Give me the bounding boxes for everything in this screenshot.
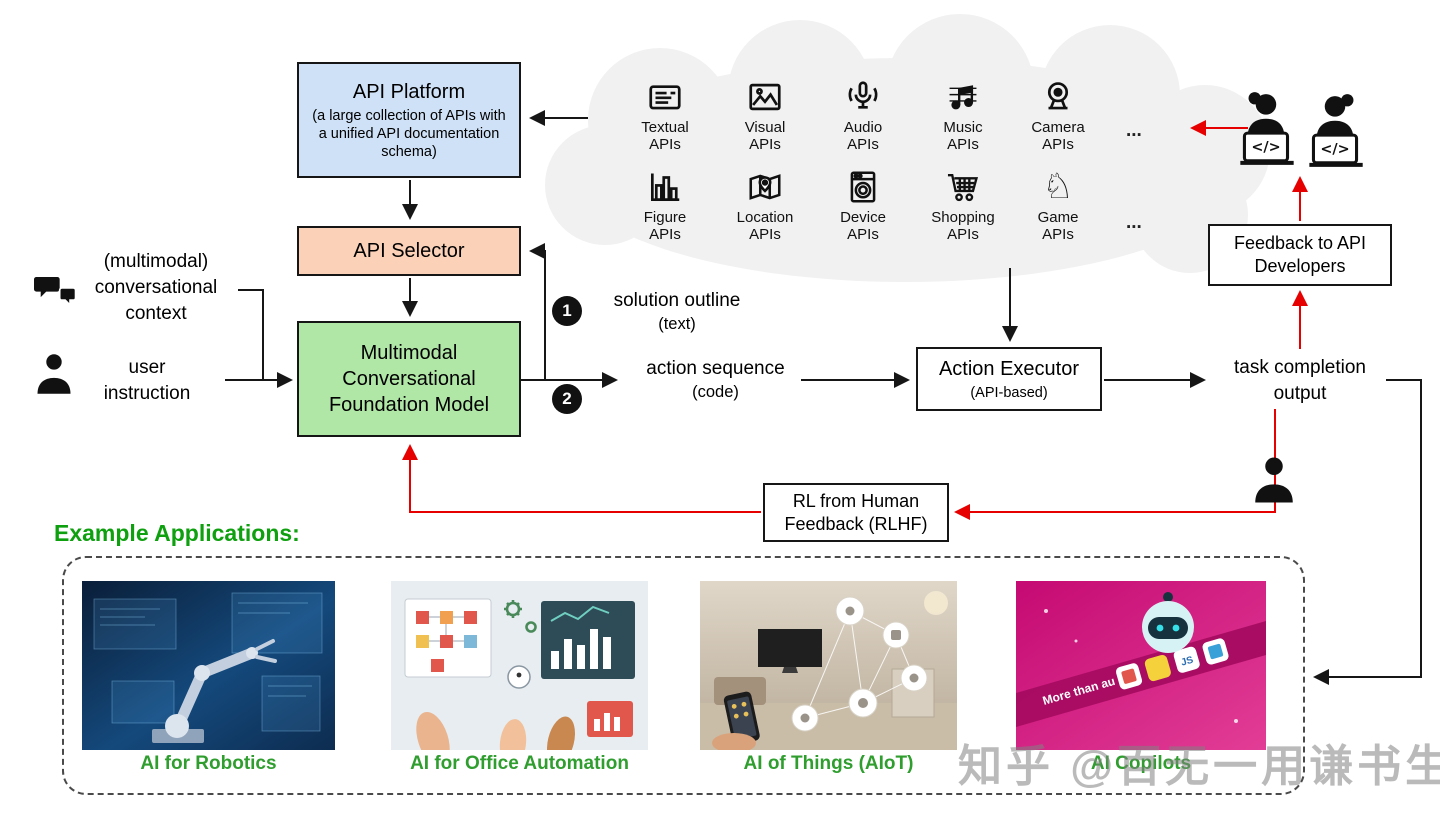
device-api-label: Device APIs: [840, 209, 886, 243]
textual-api-icon: [649, 85, 681, 110]
api-item-textual: Textual APIs: [625, 78, 705, 153]
step-1-badge: 1: [552, 296, 582, 326]
figure-api-label: Figure APIs: [643, 209, 687, 243]
visual-api-icon: [749, 83, 781, 111]
office-automation-image: [391, 581, 648, 750]
user-icon: [34, 352, 74, 401]
api-platform-title: API Platform: [352, 80, 466, 103]
camera-api-label: Camera APIs: [1031, 119, 1085, 153]
api-item-figure: Figure APIs: [625, 168, 705, 243]
copilot-chip-label: JS: [1180, 655, 1195, 669]
feedback-to-developers-box: Feedback to API Developers: [1208, 224, 1392, 286]
watermark-text: 知乎 @百无一用谦书生: [958, 742, 1440, 791]
api-item-visual: Visual APIs: [725, 78, 805, 153]
action-sequence-sub: (code): [692, 383, 739, 401]
human-feedback-user-icon: [1250, 455, 1298, 510]
textual-api-label: Textual APIs: [641, 119, 689, 153]
feedback-box-label: Feedback to API Developers: [1233, 233, 1367, 276]
game-api-label: Game APIs: [1037, 209, 1079, 243]
location-api-icon: [749, 174, 781, 200]
rlhf-box-label: RL from Human Feedback (RLHF): [784, 490, 928, 534]
aiot-image: [700, 581, 957, 750]
api-item-shopping: Shopping APIs: [923, 168, 1003, 243]
figure-api-icon: [650, 173, 680, 202]
svg-text:</>: </>: [1320, 142, 1349, 158]
api-platform-subtitle: (a large collection of APIs with a unifi…: [312, 107, 506, 160]
solution-outline-label: solution outline (text): [588, 289, 766, 335]
api-developer-icon: </>: [1306, 90, 1364, 175]
example-applications-heading: Example Applications:: [54, 520, 300, 546]
action-executor-label: Action Executor: [938, 357, 1080, 380]
solution-outline-text: solution outline: [613, 290, 741, 311]
api-selector-label: API Selector: [353, 240, 465, 262]
music-api-label: Music APIs: [943, 119, 983, 153]
api-selector-box: API Selector: [297, 226, 521, 276]
foundation-model-label: Multimodal Conversational Foundation Mod…: [328, 342, 490, 416]
action-executor-sub: (API-based): [970, 384, 1048, 401]
robotics-image: [82, 581, 335, 750]
action-sequence-text: action sequence: [646, 358, 785, 379]
example-applications-frame: [62, 556, 1305, 795]
office-automation-caption: AI for Office Automation: [410, 753, 629, 774]
api-item-game: ♘ Game APIs: [1018, 168, 1098, 243]
api-item-camera: Camera APIs: [1018, 78, 1098, 153]
speech-bubble-icon: [34, 274, 78, 313]
copilots-caption: AI Copilots: [1090, 753, 1192, 774]
shopping-api-icon: [947, 173, 979, 202]
copilots-image: More than au JS: [1016, 581, 1266, 750]
api-item-audio: Audio APIs: [823, 78, 903, 153]
api-platform-box: API Platform (a large collection of APIs…: [297, 62, 521, 178]
shopping-api-label: Shopping APIs: [931, 209, 995, 243]
api-developer-icon: </>: [1238, 88, 1296, 173]
api-item-device: Device APIs: [823, 168, 903, 243]
foundation-model-box: Multimodal Conversational Foundation Mod…: [297, 321, 521, 437]
row1-ellipsis: ...: [1126, 120, 1142, 141]
rlhf-box: RL from Human Feedback (RLHF): [763, 483, 949, 542]
music-api-icon: [949, 85, 977, 110]
solution-outline-sub: (text): [658, 315, 696, 333]
robotics-caption: AI for Robotics: [140, 753, 277, 774]
step-2-badge: 2: [552, 384, 582, 414]
action-sequence-label: action sequence (code): [628, 357, 803, 403]
conversational-context-label: (multimodal) conversational context: [94, 251, 218, 324]
task-completion-label: task completion output: [1233, 357, 1366, 404]
api-item-location: Location APIs: [725, 168, 805, 243]
audio-api-icon: [848, 81, 878, 109]
visual-api-label: Visual APIs: [744, 119, 786, 153]
svg-text:</>: </>: [1251, 140, 1280, 156]
action-executor-box: Action Executor (API-based): [916, 347, 1102, 411]
row2-ellipsis: ...: [1126, 212, 1142, 233]
audio-api-label: Audio APIs: [843, 119, 883, 153]
copilot-mascot: [1142, 592, 1194, 653]
device-api-icon: [850, 171, 876, 203]
aiot-caption: AI of Things (AIoT): [743, 753, 914, 774]
api-item-music: Music APIs: [923, 78, 1003, 153]
user-instruction-label: user instruction: [103, 357, 191, 404]
camera-api-icon: [1047, 82, 1069, 110]
location-api-label: Location APIs: [736, 209, 794, 243]
game-api-icon: ♘: [1042, 167, 1074, 207]
